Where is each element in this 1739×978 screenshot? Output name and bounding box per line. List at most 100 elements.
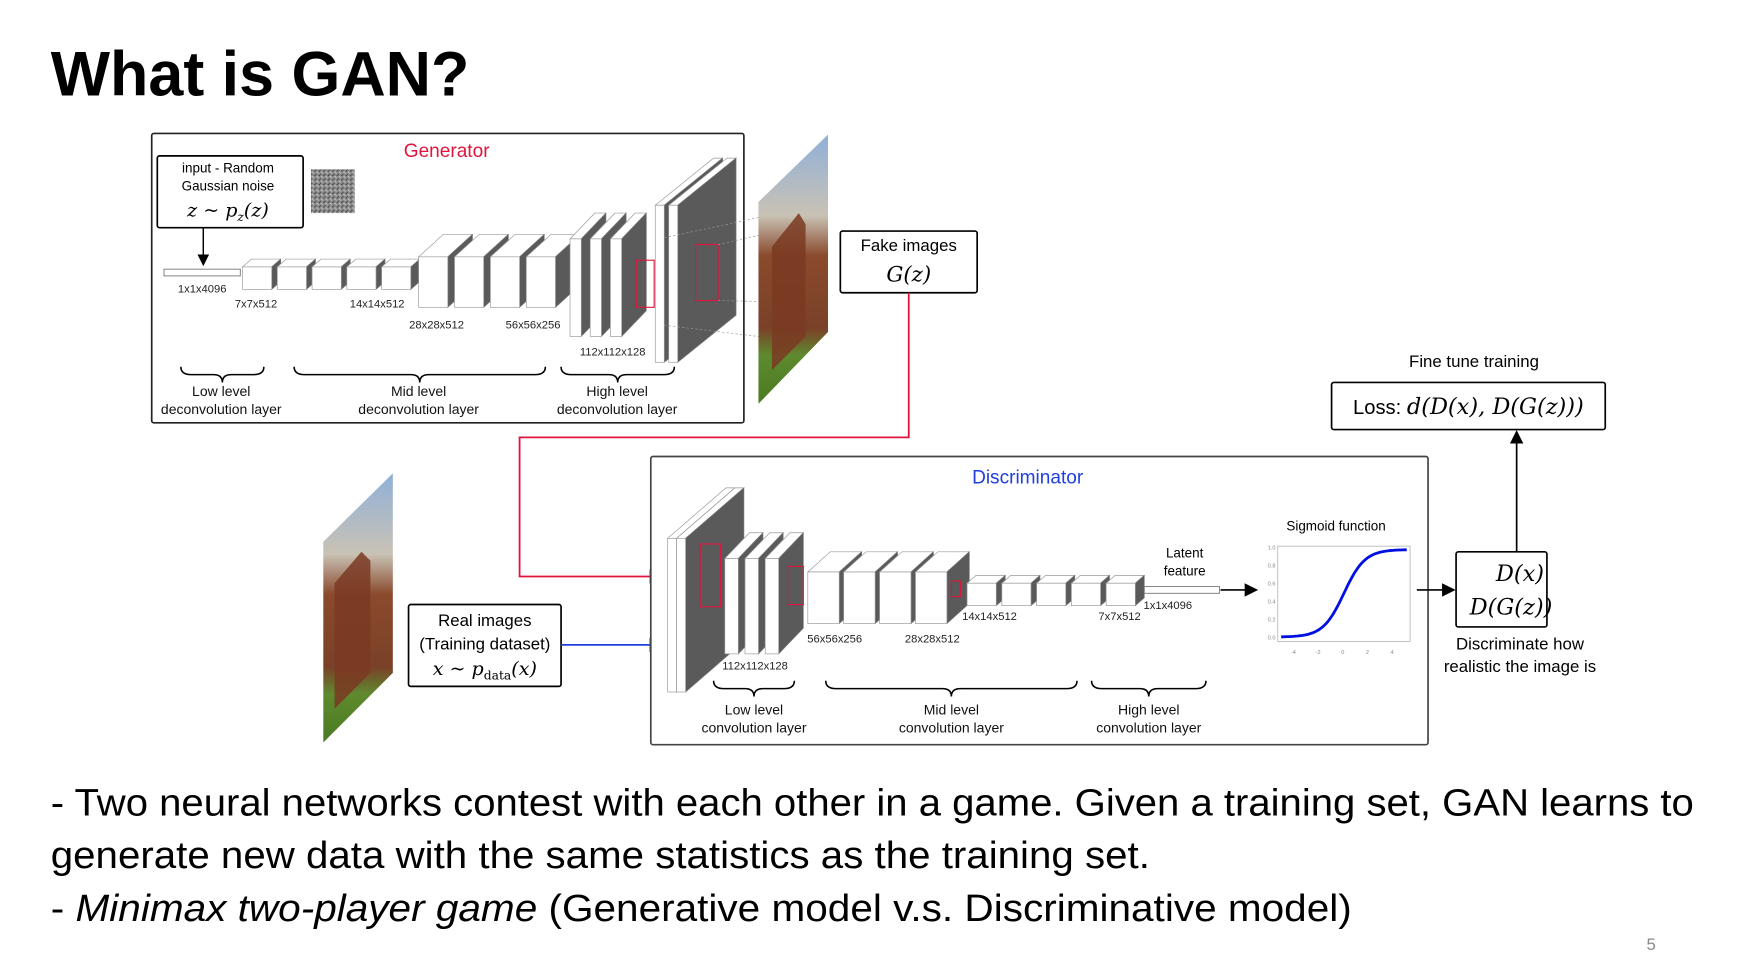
svg-text:input - Random: input - Random	[182, 161, 274, 176]
layer-block	[276, 258, 317, 291]
latent-label: feature	[1164, 563, 1206, 578]
sigmoid-tick: 0.8	[1268, 564, 1276, 570]
layer-block	[453, 233, 510, 309]
gen-layer-label: 7x7x512	[235, 298, 277, 310]
brace	[560, 366, 676, 383]
gen-layer-label: 28x28x512	[409, 320, 464, 332]
latent-label: Latent	[1166, 545, 1204, 560]
gen-stage-low: deconvolution layer	[161, 401, 282, 417]
disc-stage-low: convolution layer	[701, 719, 806, 735]
svg-text:Gaussian noise: Gaussian noise	[182, 179, 275, 194]
disc-layer-label: 112x112x128	[722, 661, 788, 673]
svg-text:Real images: Real images	[438, 611, 531, 630]
svg-text:z ∼ pz(z): z ∼ pz(z)	[186, 199, 269, 223]
disc-layer-label: 1x1x4096	[1144, 600, 1193, 612]
latent-vector	[163, 268, 241, 277]
real-images-box: Real images (Training dataset) x ∼ pdata…	[407, 603, 562, 688]
receptive-field	[787, 565, 804, 606]
layer-block	[667, 157, 737, 363]
gen-stage-low: Low level	[192, 383, 250, 399]
sigmoid-title: Sigmoid function	[1286, 518, 1385, 533]
disc-stage-low: Low level	[725, 701, 783, 717]
gen-layer-label: 112x112x128	[580, 347, 646, 359]
disc-stage-mid: convolution layer	[899, 719, 1004, 735]
sigmoid-tick: 0.6	[1268, 581, 1276, 587]
layer-block	[1070, 574, 1111, 607]
generator-layers	[163, 157, 825, 363]
fake-castle-image	[758, 134, 829, 404]
brace	[293, 366, 547, 383]
gen-stage-mid: deconvolution layer	[358, 401, 479, 417]
loss-caption: Fine tune training	[1409, 352, 1539, 371]
gen-layer-label: 56x56x256	[506, 320, 561, 332]
layer-block	[345, 258, 386, 291]
disc-layer-label: 7x7x512	[1098, 611, 1140, 623]
sigmoid-tick: 2	[1366, 650, 1369, 656]
fake-image-path	[518, 292, 910, 584]
sigmoid-tick: -4	[1291, 650, 1296, 656]
gen-layer-label: 1x1x4096	[178, 284, 227, 296]
layer-block	[764, 531, 805, 655]
disc-layer-label: 28x28x512	[905, 634, 960, 646]
receptive-field	[699, 543, 721, 608]
brace	[712, 680, 796, 697]
layer-block	[380, 258, 421, 291]
sigmoid-tick: -2	[1316, 650, 1321, 656]
receptive-field	[695, 243, 719, 302]
fake-images-box: Fake images G(z)	[839, 230, 979, 294]
input-box: input - Random Gaussian noise z ∼ pz(z)	[156, 155, 304, 229]
sigmoid-tick: 0.0	[1268, 635, 1276, 641]
gen-stage-mid: Mid level	[391, 383, 446, 399]
loss-box: Loss: d(D(x), D(G(z)))	[1330, 381, 1607, 431]
bullet-line: - Minimax two-player game (Generative mo…	[51, 887, 1352, 930]
disc-layer-label: 56x56x256	[807, 634, 862, 646]
svg-text:x ∼ pdata(x): x ∼ pdata(x)	[433, 658, 537, 682]
layer-block	[241, 258, 282, 291]
svg-text:Fake images: Fake images	[861, 236, 957, 255]
layer-block	[609, 212, 648, 338]
latent-vector	[1143, 586, 1220, 594]
discriminator-title: Discriminator	[972, 467, 1084, 488]
brace	[824, 680, 1078, 697]
discriminator-layers	[666, 487, 1220, 693]
layer-block	[311, 258, 352, 291]
receptive-field	[635, 259, 655, 308]
disc-stage-high: High level	[1118, 701, 1179, 717]
gen-stage-high: High level	[586, 383, 647, 399]
gen-layer-label: 14x14x512	[350, 298, 405, 310]
bullet-line: generate new data with the same statisti…	[51, 834, 1150, 877]
page-number: 5	[1647, 935, 1656, 954]
output-box: D(x) D(G(z))	[1455, 550, 1553, 628]
sigmoid-tick: 0.2	[1268, 617, 1276, 623]
disc-stage-high: convolution layer	[1096, 719, 1201, 735]
sigmoid-curve	[1281, 548, 1407, 639]
svg-text:D(x): D(x)	[1495, 561, 1544, 587]
generator-braces	[180, 366, 676, 383]
sigmoid-tick: 0	[1341, 650, 1344, 656]
disc-stage-mid: Mid level	[924, 701, 979, 717]
layer-block	[1105, 574, 1146, 607]
slide-title: What is GAN?	[51, 39, 470, 109]
brace	[1090, 680, 1207, 697]
layer-block	[1035, 574, 1076, 607]
sigmoid-tick: 1.0	[1268, 546, 1276, 552]
layer-block	[842, 551, 899, 625]
sigmoid-tick: 4	[1391, 650, 1394, 656]
output-caption: realistic the image is	[1444, 657, 1596, 676]
real-castle-image	[323, 473, 393, 743]
layer-block	[966, 574, 1007, 607]
svg-text:D(G(z)): D(G(z))	[1469, 595, 1553, 621]
brace	[180, 366, 265, 383]
receptive-field	[950, 580, 961, 598]
layer-block	[1000, 574, 1041, 607]
generator-title: Generator	[404, 141, 490, 162]
svg-text:(Training dataset): (Training dataset)	[419, 634, 550, 653]
svg-text:Loss: d(D(x), D(G(z))): Loss: d(D(x), D(G(z)))	[1353, 394, 1584, 420]
output-caption: Discriminate how	[1456, 634, 1585, 653]
gen-stage-high: deconvolution layer	[557, 401, 678, 417]
bullet-line: - Two neural networks contest with each …	[51, 781, 1694, 824]
svg-text:G(z): G(z)	[886, 263, 931, 288]
discriminator-braces	[712, 680, 1207, 697]
